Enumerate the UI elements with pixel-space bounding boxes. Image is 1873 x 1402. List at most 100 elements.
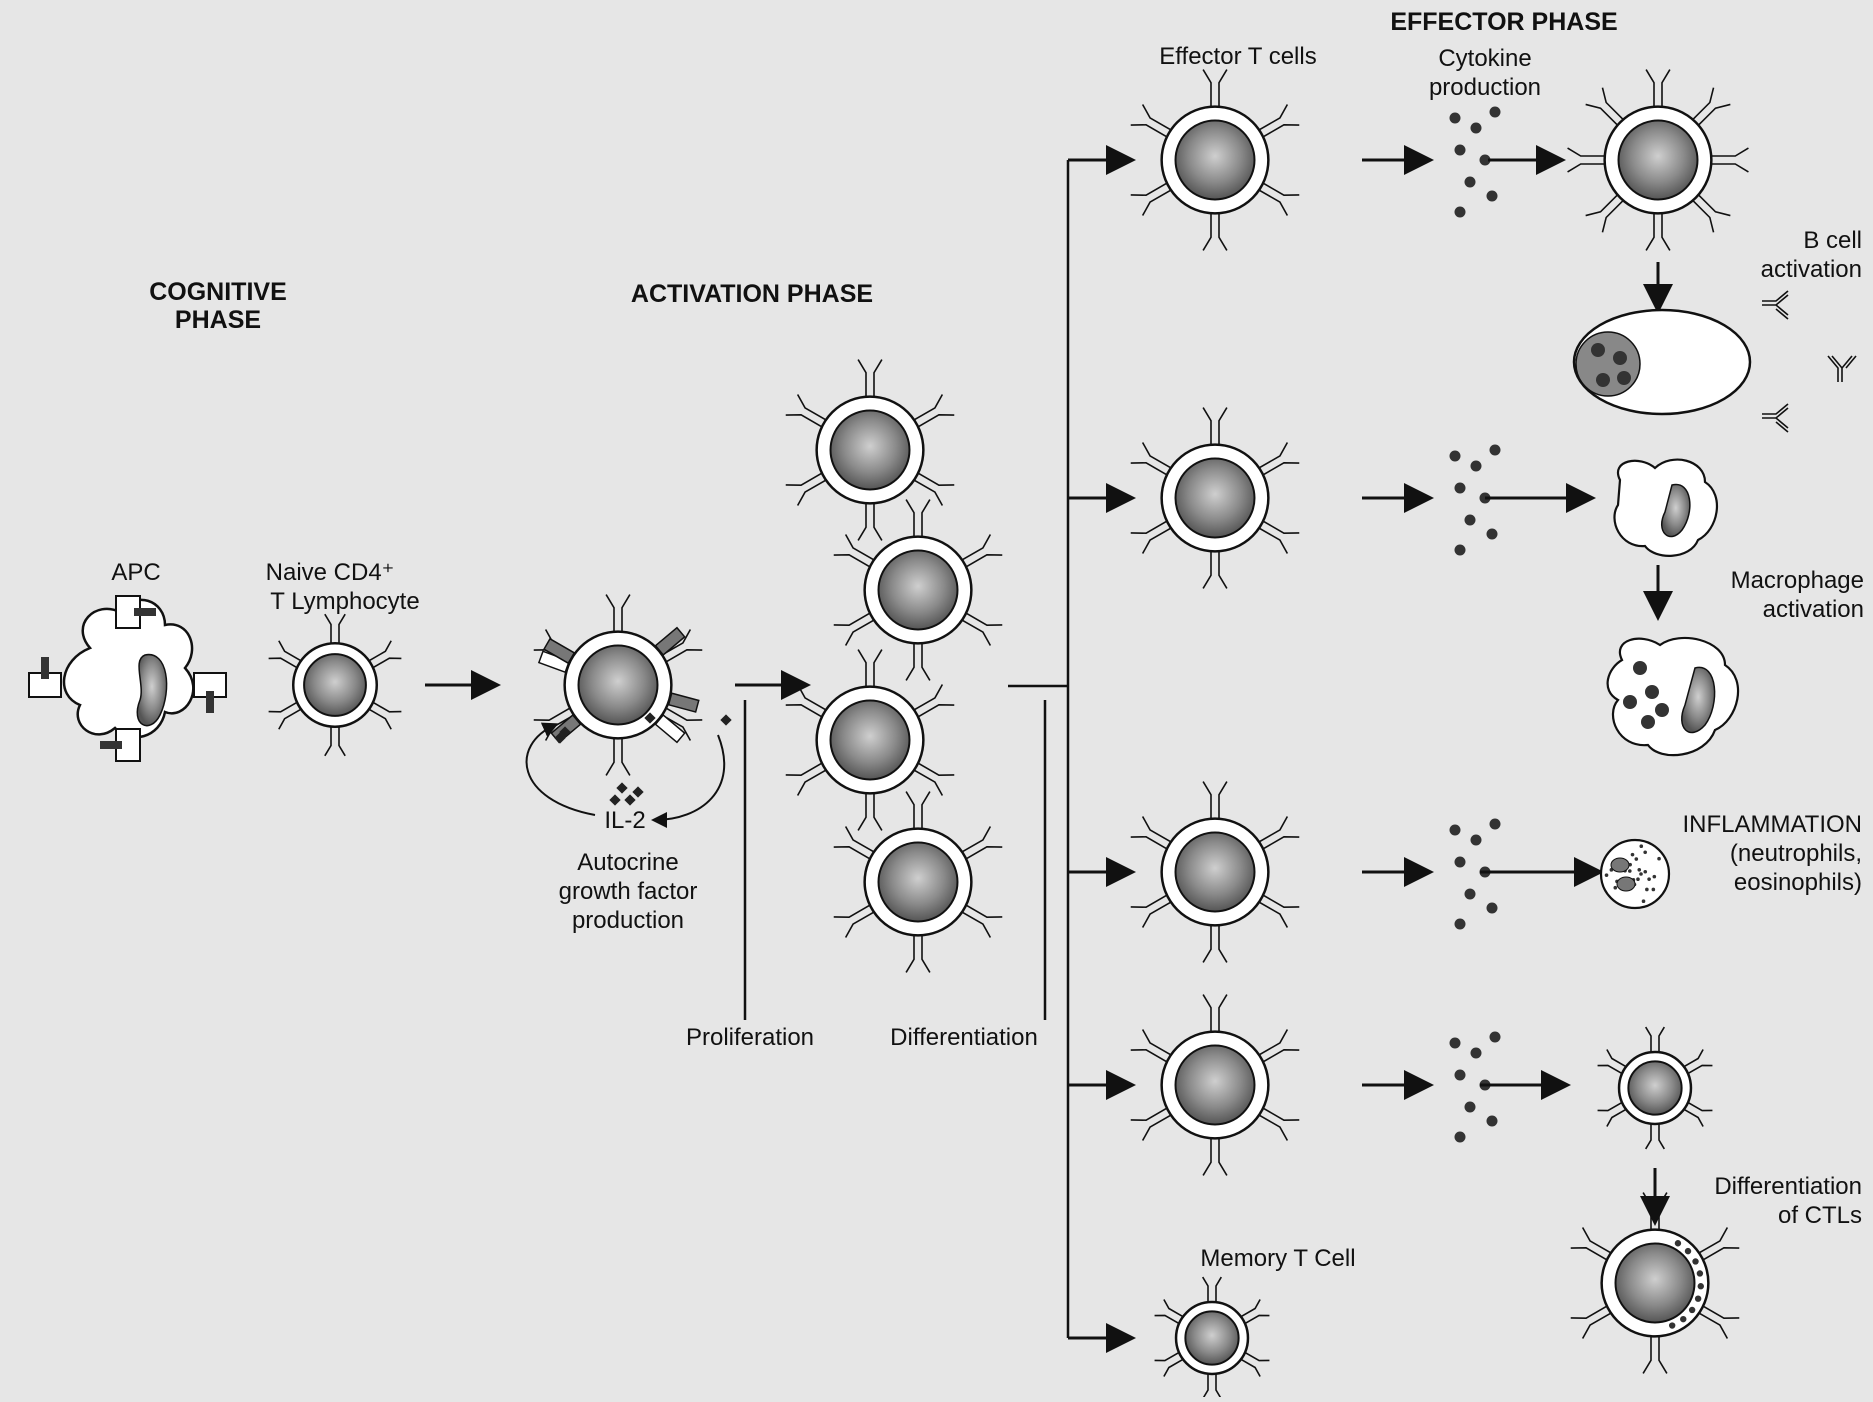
il2-molecule: [609, 794, 621, 806]
receptor: [1130, 816, 1172, 850]
cytokine-dot: [1470, 834, 1482, 846]
helper-t-cell: [1567, 69, 1749, 251]
cytokine-dot: [1449, 1037, 1461, 1049]
effector-t-cell-3: [1130, 781, 1300, 963]
granule: [1613, 885, 1618, 890]
receptor: [1570, 1305, 1612, 1339]
receptor: [905, 935, 931, 973]
cytokine-dot: [1454, 544, 1466, 556]
cytokine-dot: [1479, 154, 1491, 166]
chromatin: [1613, 351, 1627, 365]
receptor: [605, 594, 631, 632]
cytokine-dot: [1486, 902, 1498, 914]
cell-nucleus: [877, 549, 959, 631]
receptor: [368, 640, 402, 669]
receptor: [785, 684, 827, 718]
cytokine-dot: [1449, 112, 1461, 124]
autocrine-label-3: production: [572, 907, 684, 934]
other-cells: [28, 290, 1857, 910]
receptor: [785, 472, 827, 506]
receptor: [1570, 1227, 1612, 1261]
activated-t-cell: [533, 594, 732, 806]
ctl-label-2: of CTLs: [1778, 1202, 1862, 1229]
cytokine-dot: [1489, 1031, 1501, 1043]
granule: [1634, 857, 1639, 861]
receptor: [1258, 1107, 1300, 1141]
inflammation-label-2: (neutrophils,: [1730, 840, 1862, 867]
cytokines-1: [1449, 106, 1501, 218]
cell-nucleus: [1614, 1242, 1696, 1324]
mhc-molecule: [28, 657, 62, 698]
cytokines-3: [1449, 818, 1501, 930]
receptor: [1202, 1138, 1228, 1176]
chromatin: [1591, 343, 1605, 357]
receptor: [857, 359, 883, 397]
granule: [1645, 887, 1649, 892]
il2-receptor: [542, 637, 576, 665]
chromatin: [1617, 371, 1631, 385]
inflammation-cell: [1599, 838, 1671, 910]
granule: [1668, 1322, 1676, 1329]
mhc-peptide: [134, 608, 156, 616]
receptor: [1202, 781, 1228, 819]
granule: [1680, 1315, 1687, 1323]
receptor: [1130, 1029, 1172, 1063]
receptor: [905, 499, 931, 537]
cytokine-dot: [1464, 176, 1476, 188]
il2-label: IL-2: [604, 807, 645, 834]
granule: [1639, 844, 1644, 849]
receptor: [1130, 104, 1172, 138]
activation-phase-title: ACTIVATION PHASE: [631, 280, 873, 308]
granule: [1628, 869, 1632, 873]
cell-nucleus: [577, 644, 659, 726]
cell-nucleus: [829, 699, 911, 781]
cytokine-dot: [1486, 1115, 1498, 1127]
receptor: [1258, 104, 1300, 138]
effector-t-cell-1: [1130, 69, 1300, 251]
macrophage-nucleus: [1681, 666, 1716, 734]
mhc-peptide: [206, 691, 214, 713]
il2-receptor: [654, 714, 686, 744]
receptor: [913, 762, 955, 796]
receptor: [1644, 1123, 1666, 1150]
cytokine-dot: [1454, 482, 1466, 494]
granule: [1630, 852, 1635, 857]
receptor: [1202, 551, 1228, 589]
receptor: [324, 726, 346, 757]
receptor: [1683, 1049, 1713, 1075]
receptor: [785, 762, 827, 796]
macrophage-activated: [1606, 636, 1740, 757]
granule: [1643, 869, 1648, 874]
t-cells: [268, 69, 1749, 1400]
cytokine-dot: [1454, 856, 1466, 868]
receptor: [1258, 894, 1300, 928]
receptor: [1567, 147, 1605, 173]
cytokine-dot: [1470, 460, 1482, 472]
cytokine-dot: [1464, 1101, 1476, 1113]
cytokine-dot: [1489, 106, 1501, 118]
granule: [1697, 1283, 1704, 1290]
lobe: [1616, 876, 1636, 892]
cell-nucleus: [1617, 119, 1699, 201]
cell-nucleus: [1174, 831, 1256, 913]
phagosome: [1645, 685, 1659, 699]
receptor: [833, 534, 875, 568]
antibody: [1762, 403, 1789, 433]
receptor: [913, 684, 955, 718]
cytokine-dot: [1486, 528, 1498, 540]
receptor: [1130, 894, 1172, 928]
cytokine-label-1: Cytokine: [1438, 45, 1531, 72]
granule: [1636, 877, 1640, 882]
receptor: [605, 738, 631, 776]
antibody-shape: [1827, 355, 1857, 382]
autocrine-label-2: growth factor: [559, 878, 698, 905]
il2-molecule: [720, 714, 732, 726]
receptor: [1130, 1107, 1172, 1141]
cytotoxic-t-lymphocyte: [1570, 1192, 1740, 1374]
inflammation-label-3: eosinophils): [1734, 869, 1862, 896]
granule: [1657, 856, 1661, 861]
receptor: [1585, 194, 1624, 233]
memory-t-cell-label: Memory T Cell: [1200, 1245, 1355, 1272]
cytokines-2: [1449, 444, 1501, 556]
